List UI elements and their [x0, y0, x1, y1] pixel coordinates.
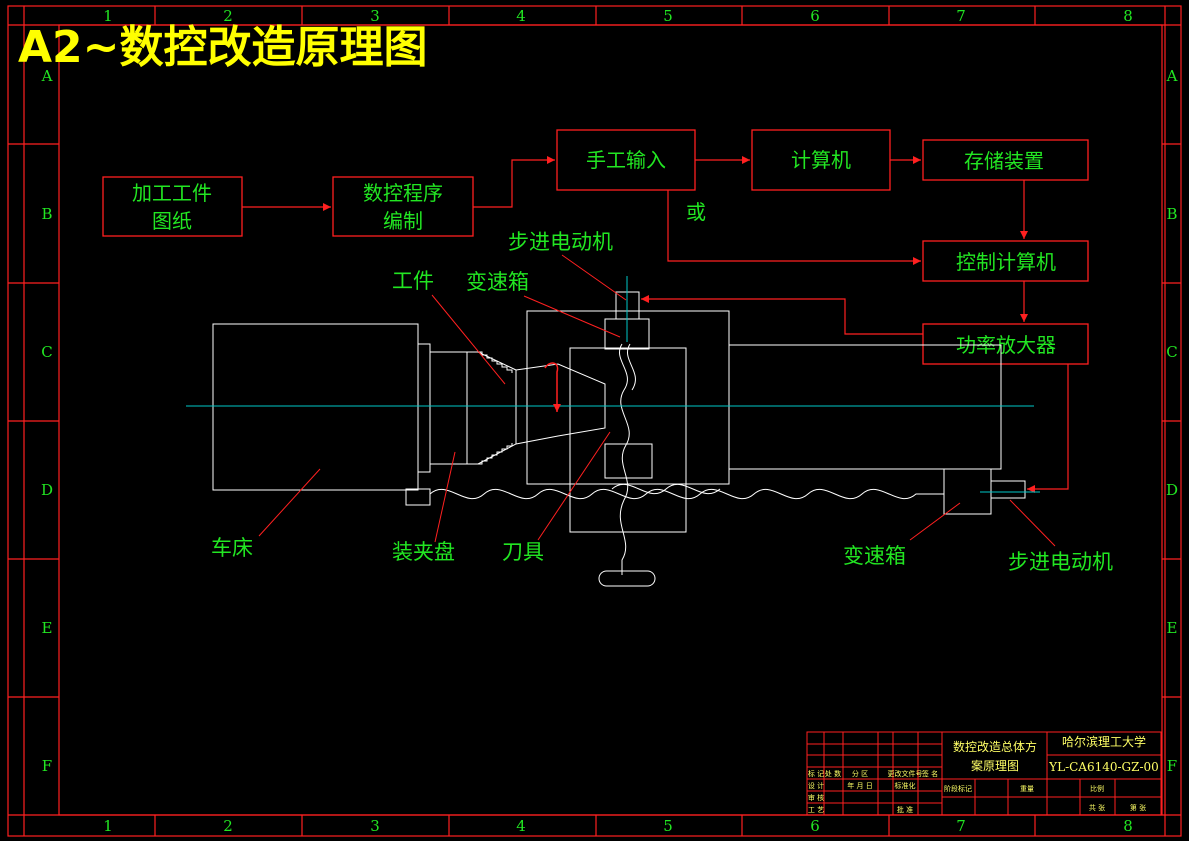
zone-top-4: 4	[516, 7, 526, 25]
tb-c1: 阶段标记	[944, 784, 972, 793]
callout-tool: 刀具	[502, 540, 544, 564]
box-storage	[922, 139, 1089, 181]
zone-top-7: 7	[956, 7, 966, 25]
chuck-body	[429, 351, 468, 465]
tb-r4: 更改文件号	[888, 769, 923, 778]
box-manual-input-label: 手工输入	[586, 148, 666, 172]
tb-r8: 标准化	[895, 781, 916, 790]
zone-top-2: 2	[223, 7, 233, 25]
callout-workpiece: 工件	[392, 269, 434, 293]
zone-right-a: A	[1166, 67, 1178, 85]
center-lines	[186, 276, 1040, 493]
tb-c3: 比例	[1090, 784, 1104, 793]
tb-drawing-number: YL-CA6140-GZ-00	[1048, 760, 1159, 774]
tb-r9: 审 核	[808, 793, 824, 802]
zone-left-f: F	[42, 757, 52, 775]
zone-top-6: 6	[810, 7, 820, 25]
tb-r6: 年 月 日	[847, 781, 872, 790]
headstock	[212, 323, 419, 491]
zone-left-a: A	[41, 67, 53, 85]
zone-right-f: F	[1167, 757, 1177, 775]
lathe-machine	[212, 291, 1026, 587]
zone-labels-right: A B C D E F	[1166, 67, 1178, 775]
callout-chuck: 装夹盘	[392, 540, 455, 564]
arrow-amp-to-stepper-bottom	[1027, 364, 1069, 493]
box-control-computer	[922, 240, 1089, 282]
callout-gearbox-bottom: 变速箱	[843, 544, 906, 568]
zone-bottom-5: 5	[663, 817, 673, 835]
title-block-text: 数控改造总体方 案原理图 哈尔滨理工大学 YL-CA6140-GZ-00 标 记…	[808, 734, 1159, 814]
zone-bottom-7: 7	[956, 817, 966, 835]
zone-left-d: D	[41, 481, 53, 499]
tb-drawing-name-1: 数控改造总体方	[953, 739, 1037, 754]
tb-r1: 标 记	[808, 769, 824, 778]
callout-stepper-top: 步进电动机	[508, 230, 613, 254]
zone-left-c: C	[41, 343, 52, 361]
tb-drawing-name-2: 案原理图	[971, 758, 1019, 773]
callout-gearbox-top: 变速箱	[466, 270, 529, 294]
tb-r11: 批 准	[897, 805, 913, 814]
zone-right-e: E	[1167, 619, 1178, 637]
zone-bottom-3: 3	[370, 817, 380, 835]
stepper-motor-bottom	[990, 480, 1026, 499]
tb-r10: 工 艺	[808, 806, 824, 814]
zone-bottom-2: 2	[223, 817, 233, 835]
zone-bottom-8: 8	[1123, 817, 1133, 835]
zone-right-b: B	[1166, 205, 1177, 223]
drawing-title: A2~数控改造原理图	[18, 22, 428, 73]
rotation-arrow	[544, 362, 561, 412]
workpiece-shape	[515, 363, 606, 445]
tb-school: 哈尔滨理工大学	[1062, 734, 1146, 749]
callout-leaders	[258, 254, 1056, 547]
callout-stepper-bottom: 步进电动机	[1008, 550, 1113, 574]
zone-labels-left: A B C D E F	[41, 67, 53, 775]
arrow-program-to-manual	[473, 156, 555, 208]
leadscrew-bearing	[405, 488, 431, 506]
zone-bottom-6: 6	[810, 817, 820, 835]
tb-c2: 重量	[1020, 785, 1034, 793]
tb-r2: 处 数	[825, 769, 841, 778]
tb-r5: 签 名	[922, 769, 938, 778]
box-drawing-line1: 加工工件	[132, 181, 212, 205]
box-program-line2: 编制	[383, 209, 423, 233]
zone-labels-bottom: 1 2 3 4 5 6 7 8	[103, 817, 1133, 835]
zone-right-d: D	[1166, 481, 1178, 499]
box-drawing-line2: 图纸	[152, 209, 192, 233]
tb-r7: 设 计	[808, 781, 824, 790]
zone-bottom-1: 1	[103, 817, 113, 835]
arrow-manual-to-control	[667, 190, 921, 265]
or-label: 或	[686, 200, 706, 224]
tailstock	[728, 344, 1002, 470]
title-block	[806, 731, 1162, 816]
box-program-line1: 数控程序	[363, 181, 443, 205]
chuck-jaws	[467, 351, 517, 465]
leadscrew	[429, 488, 944, 500]
box-power-amp	[922, 323, 1089, 365]
tb-c4: 共 张	[1089, 803, 1105, 812]
zone-top-1: 1	[103, 7, 113, 25]
zone-left-b: B	[41, 205, 52, 223]
box-storage-label: 存储装置	[964, 149, 1044, 173]
tb-r3: 分 区	[852, 769, 868, 778]
zone-right-c: C	[1166, 343, 1177, 361]
zone-bottom-4: 4	[516, 817, 526, 835]
tb-c5: 第 张	[1130, 803, 1146, 812]
arrow-amp-to-stepper-top	[641, 295, 923, 335]
box-computer-label: 计算机	[791, 148, 851, 172]
zone-left-e: E	[42, 619, 53, 637]
inner-border	[58, 24, 1163, 816]
callout-lathe: 车床	[211, 536, 253, 560]
zone-top-8: 8	[1123, 7, 1133, 25]
zone-labels-top: 1 2 3 4 5 6 7 8	[103, 7, 1133, 25]
tool-block	[604, 443, 653, 479]
zone-top-5: 5	[663, 7, 673, 25]
zone-top-3: 3	[370, 7, 380, 25]
handwheel	[598, 570, 656, 587]
box-control-computer-label: 控制计算机	[956, 250, 1056, 274]
